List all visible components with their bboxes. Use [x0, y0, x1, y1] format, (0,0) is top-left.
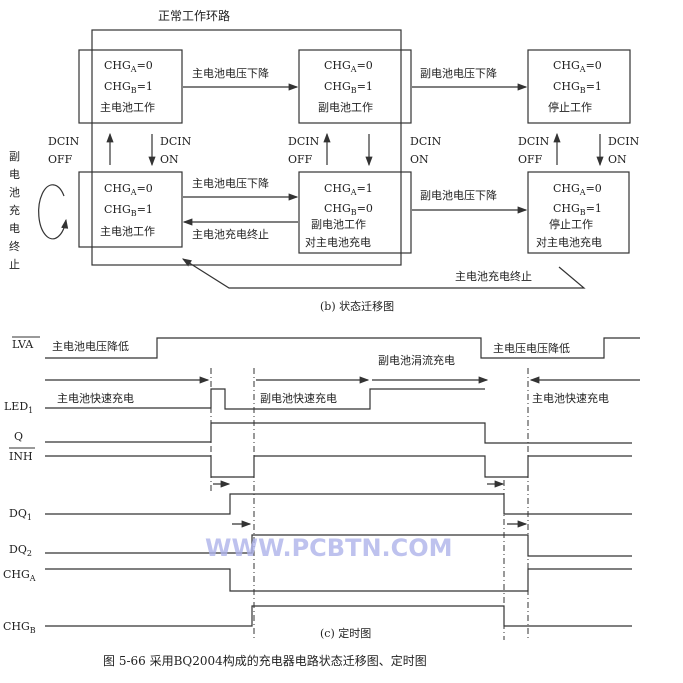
transition-label: 主电池电压下降 — [192, 176, 269, 190]
watermark: WWW.PCBTN.COM — [205, 534, 453, 562]
svg-text:OFF: OFF — [518, 153, 543, 166]
svg-text:DCIN: DCIN — [48, 135, 80, 148]
svg-text:DCIN: DCIN — [410, 135, 442, 148]
transition-label: 主电池充电终止 — [192, 227, 269, 241]
svg-text:停止工作: 停止工作 — [548, 100, 592, 114]
svg-text:CHGA=0: CHGA=0 — [324, 59, 373, 74]
svg-text:停止工作: 停止工作 — [549, 217, 593, 231]
svg-text:ON: ON — [410, 153, 429, 166]
annotation-main-fast-1: 主电池快速充电 — [57, 391, 134, 405]
svg-text:CHGB=1: CHGB=1 — [324, 80, 373, 95]
state-box-4: CHGA=0 CHGB=1 主电池工作 — [78, 171, 183, 248]
span-arrows — [45, 376, 640, 528]
svg-text:CHGB=1: CHGB=1 — [104, 80, 153, 95]
self-loop-arrow-icon — [38, 184, 69, 240]
svg-text:DCIN: DCIN — [518, 135, 550, 148]
loop-label: 正常工作环路 — [158, 8, 230, 23]
signal-dq2-label: DQ — [9, 543, 27, 556]
svg-text:ON: ON — [608, 153, 627, 166]
dcin-arrows — [106, 132, 604, 167]
svg-text:电: 电 — [9, 222, 20, 235]
signal-q-label: Q — [14, 430, 23, 443]
svg-text:副电池工作: 副电池工作 — [311, 218, 366, 231]
svg-text:OFF: OFF — [48, 153, 73, 166]
waveform-dq2 — [45, 534, 632, 557]
svg-text:池: 池 — [9, 186, 20, 199]
transition-label: 副电池电压下降 — [420, 66, 497, 80]
dcin-labels: DCIN OFF DCIN ON DCIN OFF DCIN ON DCIN OFF DC… — [48, 135, 640, 166]
waveform-inh — [45, 455, 632, 478]
svg-text:对主电池充电: 对主电池充电 — [536, 235, 602, 249]
annotation-aux-fast: 副电池快速充电 — [260, 391, 337, 405]
transition-label: 主电池充电终止 — [455, 269, 532, 283]
annotation-main-voltage-low-2: 主电压电压降低 — [493, 341, 570, 355]
signal-dq1-label: DQ — [9, 507, 27, 520]
svg-text:终: 终 — [9, 239, 20, 253]
signal-chgb-label: CHG — [3, 620, 30, 633]
signal-inh-label: INH — [9, 450, 33, 463]
svg-text:副: 副 — [9, 150, 20, 163]
svg-text:CHGA=0: CHGA=0 — [553, 182, 602, 197]
waveform-led — [45, 388, 485, 410]
svg-text:DCIN: DCIN — [160, 135, 192, 148]
svg-text:OFF: OFF — [288, 153, 313, 166]
svg-text:CHGB=1: CHGB=1 — [553, 80, 602, 95]
state-box-6: CHGA=0 CHGB=1 停止工作 对主电池充电 — [527, 171, 630, 254]
svg-text:CHGB: CHGB — [3, 620, 36, 635]
svg-text:充: 充 — [9, 203, 20, 217]
state-diagram: 正常工作环路 CHGA=0 CHGB=1 主电池工作 CHGA=0 CHGB=1… — [9, 8, 640, 313]
signal-led-label: LED — [4, 400, 28, 413]
svg-text:DQ2: DQ2 — [9, 543, 32, 558]
svg-text:DQ1: DQ1 — [9, 507, 32, 522]
svg-text:主电池工作: 主电池工作 — [100, 225, 155, 238]
svg-text:LED1: LED1 — [4, 400, 33, 415]
state-box-1: CHGA=0 CHGB=1 主电池工作 — [78, 49, 183, 124]
self-loop-label: 副 电 池 充 电 终 止 — [9, 150, 20, 271]
svg-text:CHGB=1: CHGB=1 — [553, 202, 602, 217]
svg-text:CHGA=0: CHGA=0 — [104, 59, 153, 74]
waveform-lva — [45, 337, 640, 359]
svg-text:ON: ON — [160, 153, 179, 166]
waveform-q — [45, 422, 632, 444]
svg-text:DCIN: DCIN — [288, 135, 320, 148]
svg-text:对主电池充电: 对主电池充电 — [305, 235, 371, 249]
svg-text:电: 电 — [9, 168, 20, 181]
annotation-main-voltage-low: 主电池电压降低 — [52, 339, 129, 353]
svg-text:CHGA: CHGA — [3, 568, 36, 583]
waveform-chgb — [45, 605, 632, 627]
state-box-5: CHGA=1 CHGB=0 副电池工作 对主电池充电 — [298, 171, 412, 254]
timing-diagram-caption: (c) 定时图 — [320, 626, 371, 640]
signal-chga-label: CHG — [3, 568, 30, 581]
svg-text:CHGB=1: CHGB=1 — [104, 203, 153, 218]
state-box-2: CHGA=0 CHGB=1 副电池工作 — [298, 49, 412, 124]
waveform-chga — [45, 568, 632, 592]
svg-text:DCIN: DCIN — [608, 135, 640, 148]
signal-lva-label: LVA — [12, 338, 34, 351]
waveform-dq1 — [45, 493, 632, 515]
timing-diagram: LVA LED1 Q INH DQ1 DQ2 CHGA CHGB — [3, 336, 640, 640]
state-box-3: CHGA=0 CHGB=1 停止工作 — [527, 49, 631, 124]
svg-text:副电池工作: 副电池工作 — [318, 101, 373, 114]
svg-text:止: 止 — [9, 258, 20, 271]
svg-text:主电池工作: 主电池工作 — [100, 101, 155, 114]
svg-text:CHGA=0: CHGA=0 — [104, 182, 153, 197]
transition-label: 副电池电压下降 — [420, 188, 497, 202]
annotation-aux-trickle: 副电池涓流充电 — [378, 353, 455, 367]
annotation-main-fast-2: 主电池快速充电 — [532, 391, 609, 405]
figure-caption: 图 5-66 采用BQ2004构成的充电器电路状态迁移图、定时图 — [103, 653, 427, 668]
transition-label: 主电池电压下降 — [192, 66, 269, 80]
svg-text:CHGA=0: CHGA=0 — [553, 59, 602, 74]
svg-text:CHGA=1: CHGA=1 — [324, 182, 373, 197]
svg-text:CHGB=0: CHGB=0 — [324, 202, 373, 217]
state-diagram-caption: (b) 状态迁移图 — [320, 299, 394, 313]
arrow-6-4 — [181, 258, 586, 289]
normal-loop-frame — [91, 29, 402, 266]
